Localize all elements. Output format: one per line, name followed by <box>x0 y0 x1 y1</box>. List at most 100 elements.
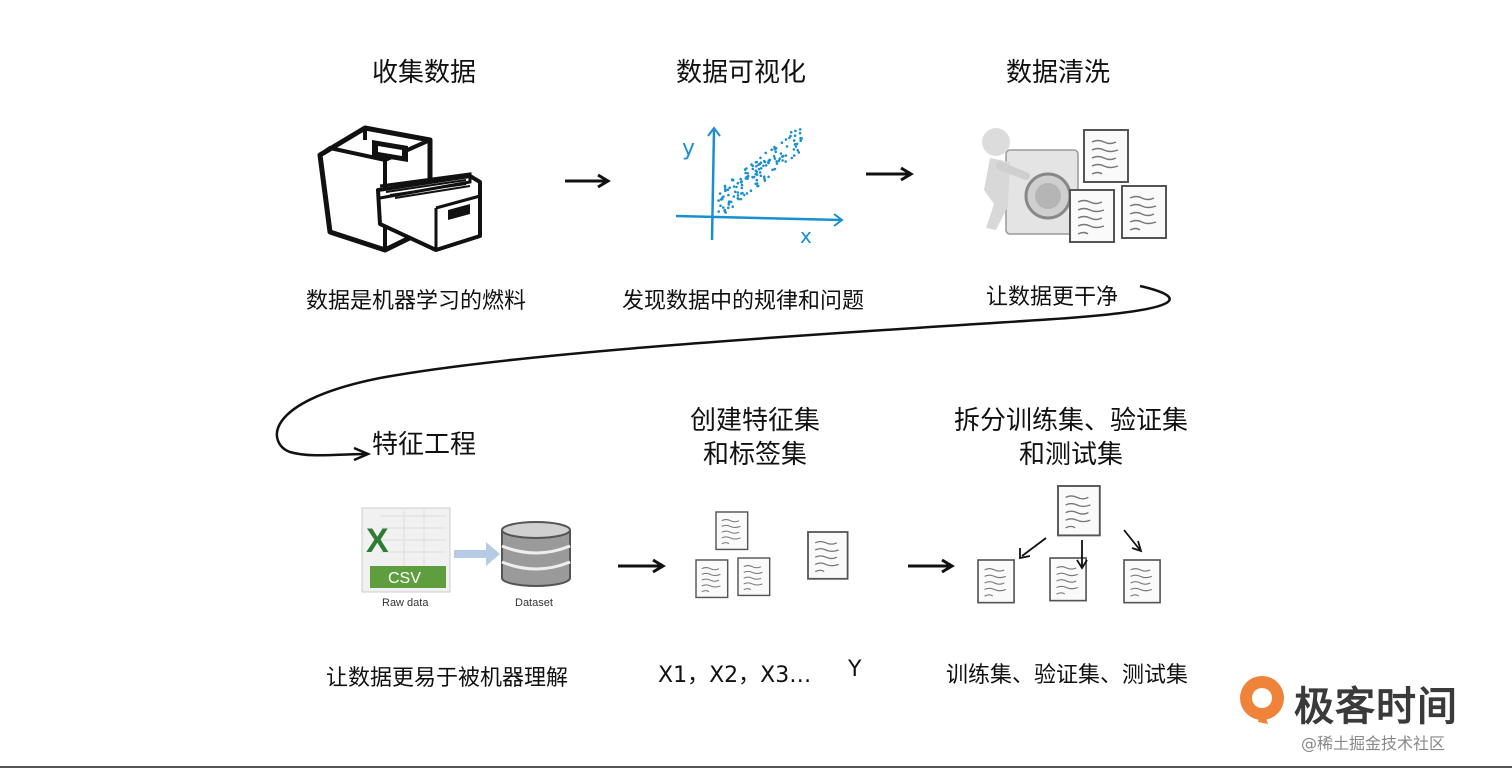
scatter-dot <box>768 158 771 162</box>
step-title-clean: 数据清洗 <box>1006 58 1111 88</box>
arrow-icon <box>353 446 372 462</box>
scatter-dot <box>781 159 784 162</box>
scatter-dot <box>718 192 722 195</box>
scatter-dot <box>751 175 754 179</box>
scatter-dot <box>724 189 727 193</box>
scatter-dot <box>778 157 781 160</box>
scatter-dot <box>723 209 726 212</box>
caption-split: 训练集、验证集、测试集 <box>946 663 1189 688</box>
scatter-dot <box>794 145 798 148</box>
scatter-dot <box>790 156 794 160</box>
scatter-dot <box>779 152 783 155</box>
scatter-dot <box>762 164 765 168</box>
scatter-dot <box>764 151 767 155</box>
scatter-dot <box>775 160 778 163</box>
scatter-dot <box>781 155 784 158</box>
filing-cabinet-icon <box>317 125 482 253</box>
scatter-dot <box>763 177 766 180</box>
caption-create-x: X1，X2，X3… <box>658 663 812 688</box>
scatter-dot <box>784 154 788 157</box>
step-title-visualize: 数据可视化 <box>676 58 807 88</box>
scatter-dot <box>762 175 766 178</box>
step-title-create-sets-line2: 和标签集 <box>703 440 808 470</box>
feature-label-docs-icon <box>695 511 849 599</box>
scatter-dot <box>767 161 770 165</box>
caption-feature: 让数据更易于被机器理解 <box>326 666 569 691</box>
scatter-dot <box>794 129 797 133</box>
scatter-dot <box>727 203 731 206</box>
step-title-split-line2: 和测试集 <box>1018 440 1123 470</box>
scatter-dot <box>740 180 743 183</box>
axis-x-label: x <box>800 224 812 248</box>
csv-to-dataset-icon: X CSV Raw data Dataset <box>361 507 571 609</box>
scatter-dot <box>750 163 753 166</box>
scatter-dot <box>762 159 766 163</box>
scatter-dot <box>717 210 720 213</box>
scatter-dot <box>758 171 762 174</box>
scatter-dot <box>774 150 778 154</box>
scatter-dot <box>793 143 797 146</box>
scatter-dot <box>726 188 730 191</box>
scatter-dot <box>745 167 748 170</box>
scatter-dot <box>755 165 758 168</box>
scatter-dot <box>746 172 749 175</box>
scatter-dot <box>796 148 799 152</box>
scatter-dot <box>798 128 802 131</box>
csv-badge: CSV <box>388 570 421 587</box>
scatter-dot <box>739 177 742 181</box>
axis-y-label: y <box>682 136 695 161</box>
scatter-dot <box>733 190 737 194</box>
scatter-dot <box>724 211 727 214</box>
caption-clean: 让数据更干净 <box>986 285 1119 310</box>
scatter-dot <box>743 193 746 197</box>
scatter-dot <box>797 151 801 154</box>
scatter-dot <box>719 204 722 207</box>
arrow-icon <box>866 166 914 182</box>
scatter-dot <box>759 156 762 160</box>
caption-create-y: Y <box>848 657 862 682</box>
raw-data-label: Raw data <box>382 597 429 609</box>
scatter-dot <box>757 167 761 171</box>
juejin-credit: @稀土掘金技术社区 <box>1301 734 1446 753</box>
scatter-dot <box>792 148 796 151</box>
scatter-dot <box>770 148 773 151</box>
scatter-dot <box>763 179 767 182</box>
bottom-divider <box>0 766 1512 768</box>
scatter-dot <box>788 136 791 140</box>
split-docs-icon <box>977 485 1161 604</box>
caption-visualize: 发现数据中的规律和问题 <box>622 289 865 314</box>
scatter-dot <box>736 181 740 185</box>
scatter-dot <box>784 160 787 163</box>
scatter-dot <box>795 142 799 146</box>
scatter-dot <box>727 206 730 210</box>
arrow-icon <box>908 558 955 574</box>
scatter-dot <box>736 194 740 197</box>
scatter-dot <box>799 136 802 140</box>
scatter-dot <box>751 167 755 171</box>
scatter-dot <box>732 185 736 188</box>
scatter-dot <box>774 147 778 150</box>
scatter-dot <box>767 175 770 179</box>
scatter-dot <box>723 185 727 189</box>
scatter-dot <box>764 164 768 167</box>
scatter-dot <box>721 206 725 209</box>
scatter-dot <box>759 174 763 178</box>
scatter-dot <box>740 192 743 195</box>
caption-collect: 数据是机器学习的燃料 <box>306 289 527 314</box>
scatter-dot <box>719 198 723 201</box>
step-title-feature: 特征工程 <box>372 430 477 460</box>
scatter-dot <box>755 173 759 176</box>
scatter-dot <box>717 199 720 202</box>
step-title-split-line1: 拆分训练集、验证集 <box>953 406 1188 436</box>
scatter-dot <box>792 139 796 142</box>
scatter-dot <box>773 157 777 160</box>
step-title-create-sets: 创建特征集 和标签集 <box>690 404 820 472</box>
scatter-dot <box>775 162 779 165</box>
scatter-dot <box>740 183 744 187</box>
scatter-sketch-icon: y x <box>675 126 844 248</box>
dataset-label: Dataset <box>515 597 553 609</box>
scatter-dot <box>759 167 763 170</box>
geektime-logo-icon <box>1240 676 1284 724</box>
scatter-dot <box>785 145 789 148</box>
scatter-dot <box>789 130 793 134</box>
